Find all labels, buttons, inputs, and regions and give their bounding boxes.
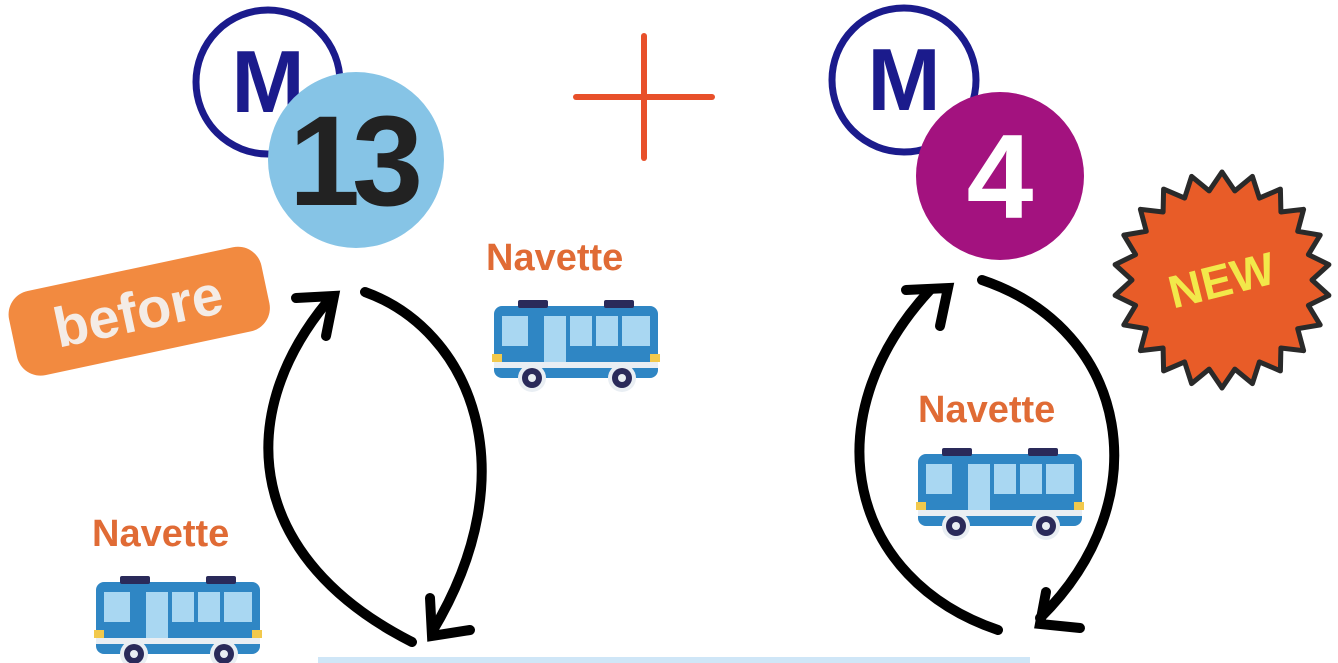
metro-logo-icon: M — [828, 4, 980, 156]
plus-icon — [573, 33, 715, 161]
bus-icon — [492, 300, 660, 392]
bottom-bar — [318, 657, 1030, 663]
navette-label-right: Navette — [918, 389, 1055, 431]
bus-icon — [94, 576, 262, 663]
circular-arrows-icon — [854, 275, 1120, 635]
metro-letter-right: M — [867, 30, 940, 129]
line-number-4: 4 — [967, 110, 1034, 244]
before-badge: before — [8, 246, 270, 376]
line-4-disc: 4 — [916, 92, 1084, 260]
bus-icon — [916, 448, 1084, 540]
line-13-disc: 13 — [268, 72, 444, 248]
line-number-13: 13 — [289, 90, 419, 233]
navette-label-top: Navette — [486, 237, 623, 279]
circular-arrows-icon — [263, 287, 487, 647]
starburst-badge-icon: NEW — [1112, 169, 1332, 391]
navette-label-bottom: Navette — [92, 513, 229, 555]
